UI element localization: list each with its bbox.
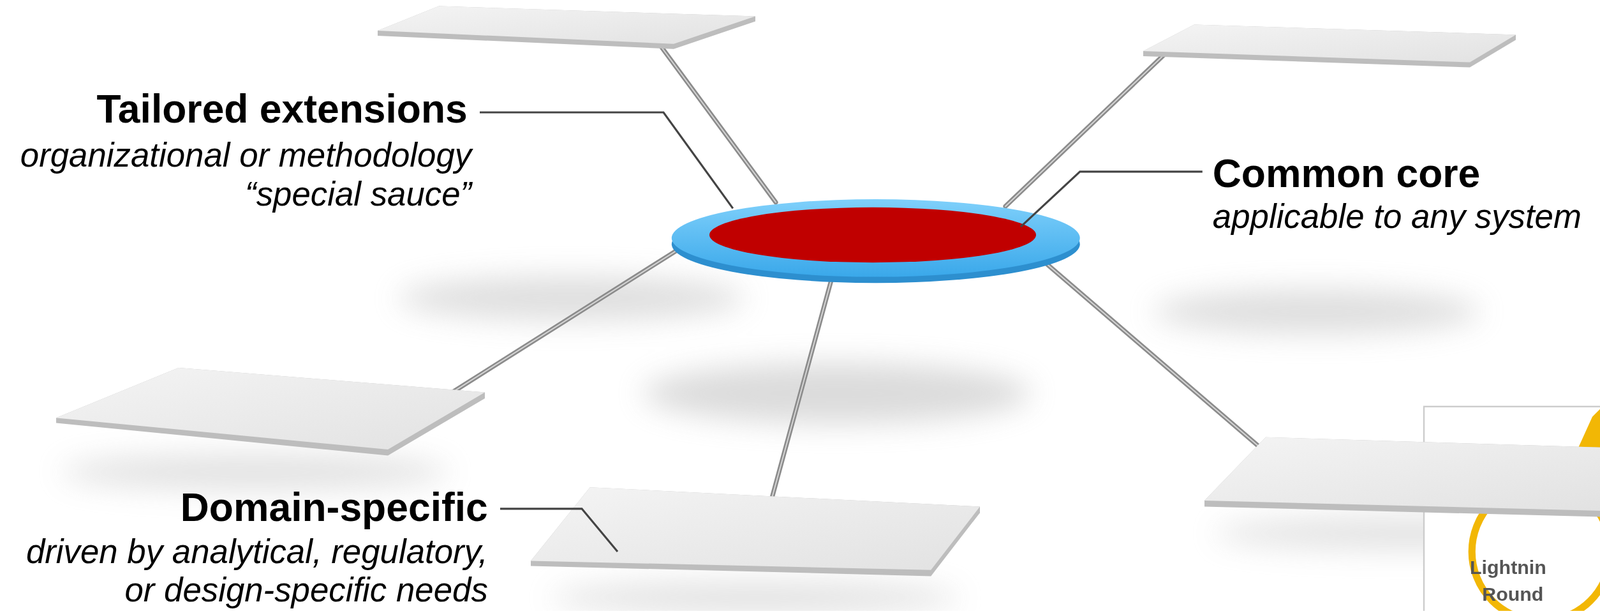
callout-note: organizational or methodology “special s…	[0, 135, 472, 214]
callout-title: Tailored extensions	[8, 85, 468, 132]
rods	[449, 42, 1258, 503]
rod-highlight	[770, 277, 832, 503]
leaders	[479, 112, 1203, 552]
rod-highlight	[658, 42, 776, 203]
rod-highlight	[1005, 54, 1164, 207]
callout-title: Domain-specific	[8, 483, 489, 530]
disc-core	[709, 207, 1037, 263]
plate	[1204, 437, 1600, 511]
leader-line	[500, 508, 618, 552]
plate-edge	[1204, 437, 1600, 517]
callout-note: applicable to any system	[1212, 197, 1600, 237]
plate-edge	[530, 486, 980, 576]
rod	[770, 277, 832, 503]
callout-title: Common core	[1212, 149, 1600, 196]
core-disc	[671, 199, 1081, 283]
shadow	[551, 580, 960, 610]
rod	[1046, 263, 1258, 446]
plate-edge	[377, 6, 756, 50]
disc-ring	[671, 199, 1081, 277]
plate-edge	[1143, 24, 1516, 67]
logo-text: Round	[1481, 581, 1600, 607]
rod	[1005, 54, 1164, 207]
rod	[449, 246, 682, 394]
callout-note: driven by analytical, regulatory, or des…	[8, 532, 489, 610]
leader-line	[1020, 171, 1203, 227]
leader-line	[479, 112, 734, 208]
shadow	[61, 452, 450, 490]
shadow	[643, 362, 1031, 424]
rod-highlight	[1046, 263, 1258, 446]
rod-highlight	[449, 246, 682, 394]
plate-edge	[56, 367, 485, 456]
rod	[658, 42, 776, 203]
plate	[1143, 24, 1516, 62]
plate	[56, 367, 485, 450]
shadow	[1153, 288, 1481, 334]
plate	[377, 6, 756, 45]
logo-text: Lightnin	[1469, 555, 1600, 580]
shadow	[398, 275, 746, 321]
